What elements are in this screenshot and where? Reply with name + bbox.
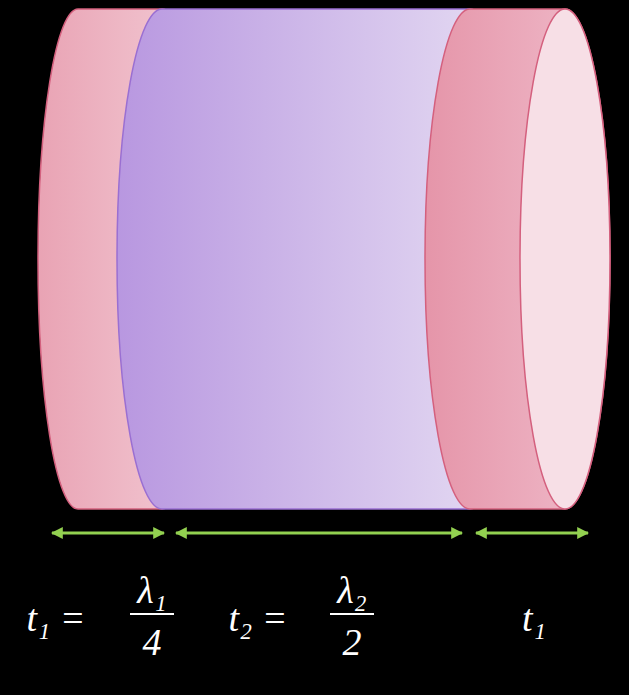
fraction-denominator: 2 (343, 623, 362, 661)
dimension-arrow (52, 532, 164, 535)
right-disk (425, 9, 610, 509)
fraction-bar (330, 613, 374, 615)
dimension-arrow (476, 532, 588, 535)
fraction-numerator: λ₁ (137, 571, 167, 609)
dimension-arrow (176, 532, 462, 535)
dimension-label: t₂ = (229, 599, 288, 637)
dimension-label: t₁ = (27, 599, 86, 637)
fraction-denominator: 4 (143, 623, 162, 661)
fraction-numerator: λ₂ (337, 571, 367, 609)
disk-face (520, 9, 610, 509)
fraction-bar (130, 613, 174, 615)
dimension-label: t₁ (522, 599, 546, 637)
